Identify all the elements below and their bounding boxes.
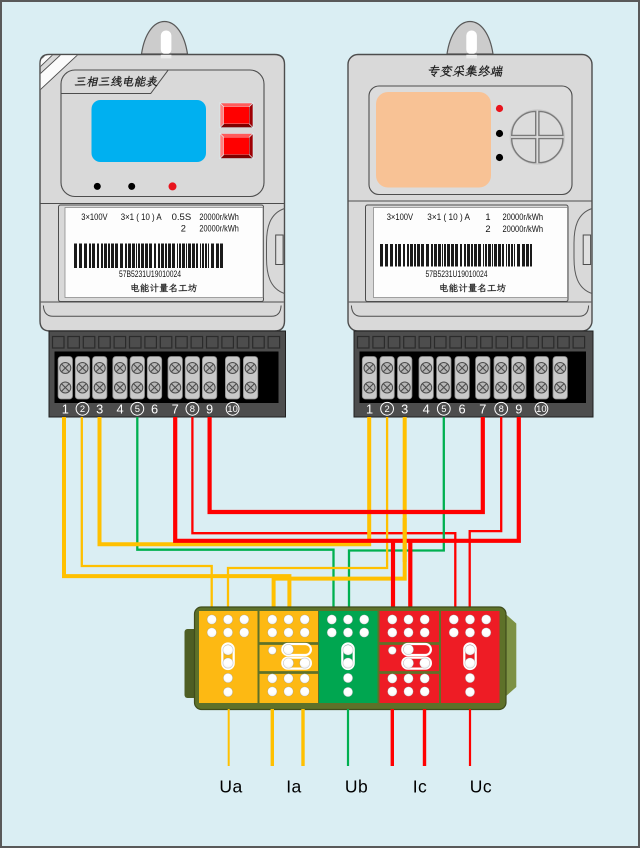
svg-text:Uc: Uc [470,777,492,797]
svg-text:10: 10 [227,403,237,414]
svg-text:Ia: Ia [286,777,302,797]
svg-text:5: 5 [135,403,140,414]
svg-text:Ua: Ua [219,777,242,797]
svg-text:1: 1 [485,212,490,222]
svg-text:2: 2 [485,224,490,234]
svg-text:20000r/kWh: 20000r/kWh [503,224,544,234]
svg-text:6: 6 [459,401,466,416]
svg-text:5: 5 [441,403,446,414]
svg-text:1: 1 [366,401,373,416]
svg-text:3: 3 [96,401,103,416]
svg-text:7: 7 [479,401,486,416]
svg-text:7: 7 [172,401,179,416]
svg-text:Ic: Ic [413,777,428,797]
svg-text:Ub: Ub [345,777,368,797]
svg-text:2: 2 [80,403,85,414]
svg-text:3: 3 [401,401,408,416]
svg-text:10: 10 [536,403,546,414]
svg-text:4: 4 [116,401,123,416]
svg-text:3×100V: 3×100V [81,212,108,222]
svg-text:3×1 ( 10 ) A: 3×1 ( 10 ) A [121,212,163,222]
svg-text:4: 4 [423,401,430,416]
svg-text:1: 1 [62,401,69,416]
svg-text:20000r/kWh: 20000r/kWh [199,212,238,222]
svg-text:20000r/kWh: 20000r/kWh [503,212,544,222]
svg-text:9: 9 [515,401,522,416]
svg-text:6: 6 [151,401,158,416]
svg-text:3×100V: 3×100V [387,212,414,222]
svg-text:8: 8 [499,403,504,414]
svg-text:57B5231U19010024: 57B5231U19010024 [119,269,181,279]
svg-text:20000r/kWh: 20000r/kWh [199,224,238,234]
svg-text:9: 9 [206,401,213,416]
svg-text:57B5231U19010024: 57B5231U19010024 [426,269,488,279]
svg-text:2: 2 [181,224,186,234]
svg-text:2: 2 [384,403,389,414]
svg-text:0.5S: 0.5S [172,212,192,222]
svg-text:3×1 ( 10 ) A: 3×1 ( 10 ) A [427,212,470,222]
svg-text:8: 8 [190,403,195,414]
